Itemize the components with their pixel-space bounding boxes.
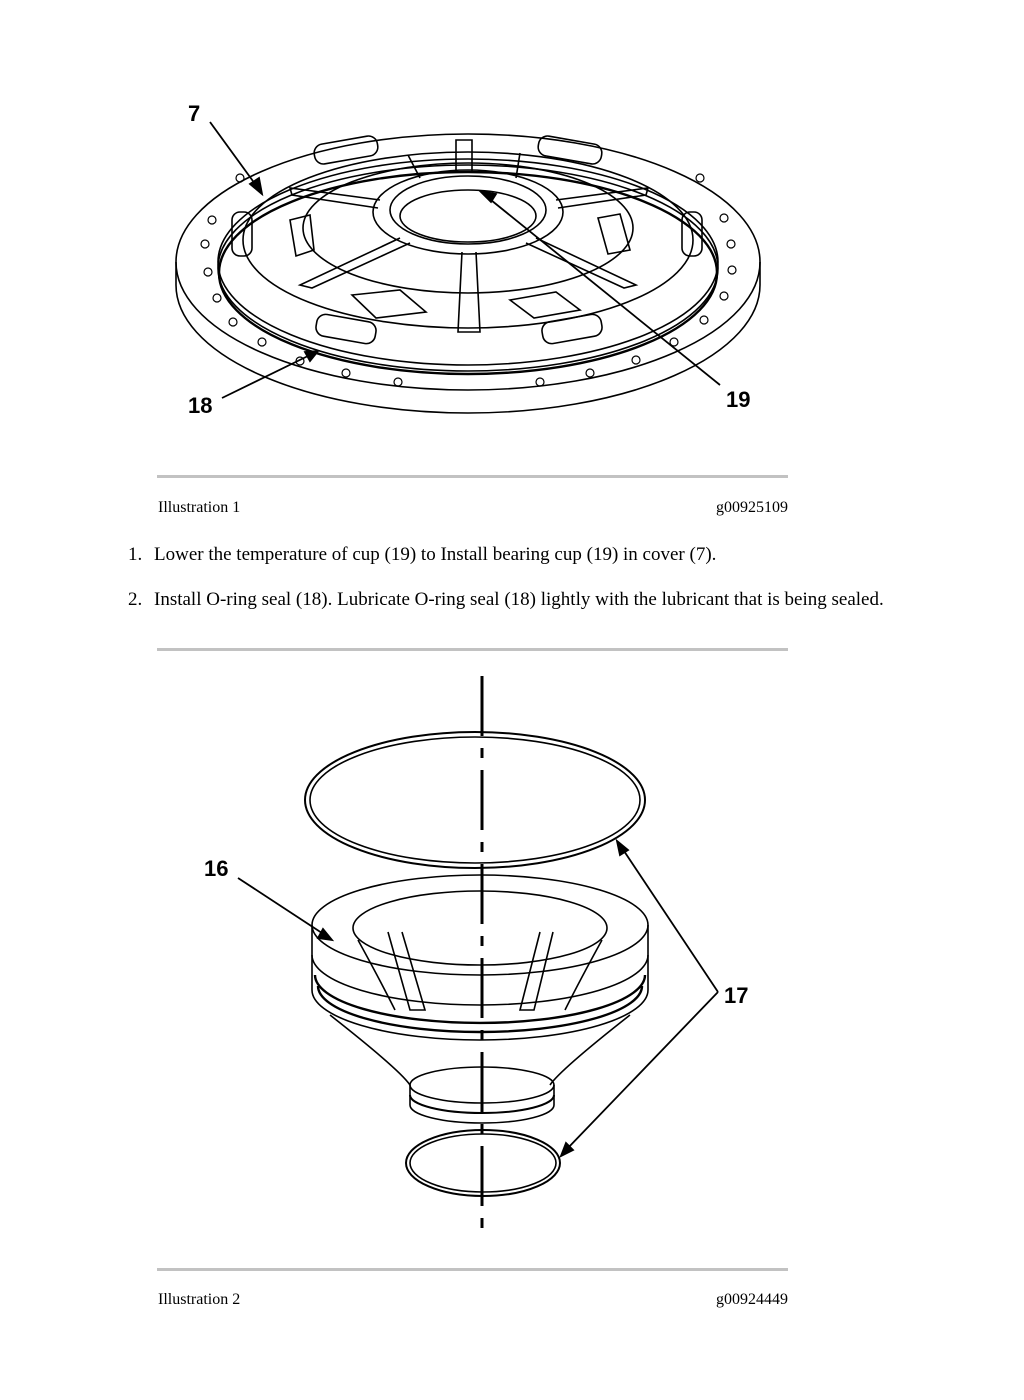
step-number: 2. [128,589,143,610]
small-o-ring [405,1129,561,1197]
retainer-top [311,874,649,976]
caption-divider [157,1268,788,1271]
figure-divider [157,648,788,651]
caption-divider [157,475,788,478]
bolt-holes [200,173,737,387]
illustration-1-label: Illustration 1 [158,499,241,516]
illustration-2-code: g00924449 [716,1291,788,1308]
illustration-2-leaders [237,838,719,1158]
illustration-1-leaders [209,121,721,399]
step-number: 1. [128,544,143,565]
illustration-2-figure: 16 17 [204,676,748,1240]
large-o-ring [304,731,646,869]
cover-flange-side [175,262,761,414]
callout-18: 18 [188,393,212,418]
bearing-bore-outer [372,169,564,255]
step-text: Install O-ring seal (18). Lubricate O-ri… [154,589,884,610]
bearing-bore-inner [389,175,547,245]
callout-7: 7 [188,101,200,126]
step-text: Lower the temperature of cup (19) to Ins… [154,544,717,565]
illustration-2-label: Illustration 2 [158,1291,241,1308]
illustration-1-figure: 7 18 19 [175,101,761,418]
illustration-1-code: g00925109 [716,499,788,516]
callout-17: 17 [724,983,748,1008]
callout-19: 19 [726,387,750,412]
callout-16: 16 [204,856,228,881]
